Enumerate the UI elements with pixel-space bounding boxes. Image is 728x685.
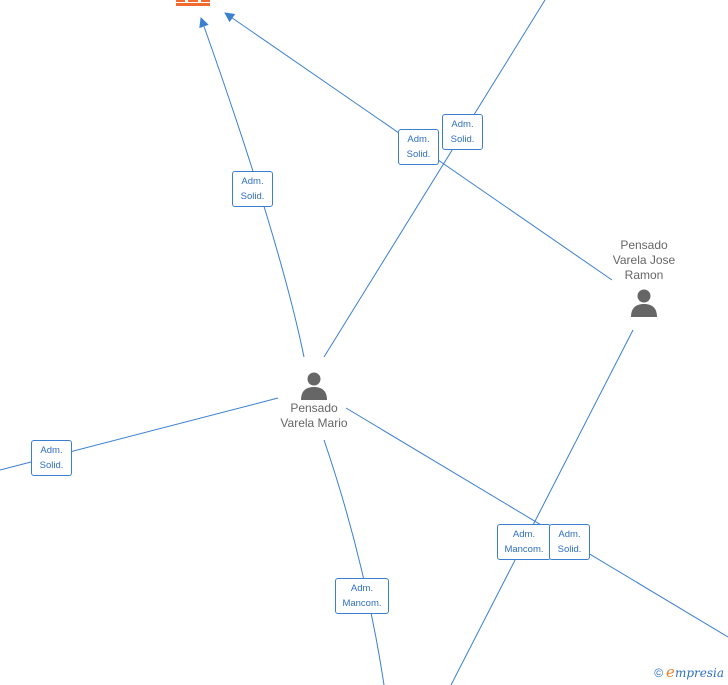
- badge-line-1: Adm.: [558, 529, 581, 540]
- badge-line-2: Solid.: [406, 149, 431, 160]
- badge-line-2: Mancom.: [504, 544, 544, 555]
- person-icon: [631, 289, 657, 317]
- edge-mario-to-right: [345, 407, 728, 638]
- badge-line-2: Solid.: [39, 460, 64, 471]
- person-name-line: Ramon: [624, 268, 664, 282]
- badge-line-1: Adm.: [512, 529, 536, 540]
- edge-mario-to-top-right: [323, 0, 546, 358]
- person-node-jose[interactable]: Pensado Varela Jose Ramon: [594, 238, 694, 318]
- role-badge[interactable]: Adm. Mancom.: [335, 578, 389, 614]
- person-name-line: Varela Mario: [280, 416, 348, 430]
- brand-name: mpresia: [674, 666, 724, 680]
- badge-line-1: Adm.: [451, 119, 474, 130]
- brand-initial: e: [666, 663, 675, 681]
- person-node-mario[interactable]: Pensado Varela Mario: [262, 371, 366, 431]
- edge-mario-to-bottom: [323, 439, 385, 685]
- role-badge[interactable]: Adm. Solid.: [232, 171, 273, 207]
- person-name-line: Pensado: [620, 238, 668, 252]
- badge-line-1: Adm.: [40, 445, 63, 456]
- edge-jose-to-bottom: [450, 329, 634, 685]
- person-name-line: Pensado: [290, 401, 338, 415]
- badge-line-1: Adm.: [241, 176, 264, 187]
- role-badge[interactable]: Adm. Mancom.: [497, 524, 551, 560]
- badge-line-2: Solid.: [450, 134, 475, 145]
- company-building-icon[interactable]: [176, 0, 210, 6]
- badge-line-1: Adm.: [350, 583, 374, 594]
- badge-line-2: Mancom.: [342, 598, 382, 609]
- badge-line-2: Solid.: [240, 191, 265, 202]
- edge-mario-to-company: [199, 17, 305, 358]
- person-name-line: Varela Jose: [612, 253, 676, 267]
- role-badge[interactable]: Adm. Solid.: [31, 440, 72, 476]
- badge-line-1: Adm.: [407, 134, 430, 145]
- role-badge[interactable]: Adm. Solid.: [442, 114, 483, 150]
- badge-line-2: Solid.: [557, 544, 582, 555]
- copyright-brand: ©empresia: [654, 663, 724, 681]
- role-badge[interactable]: Adm. Solid.: [398, 129, 439, 165]
- person-icon: [301, 372, 327, 400]
- role-badge[interactable]: Adm. Solid.: [549, 524, 590, 560]
- copyright-symbol: ©: [654, 666, 664, 680]
